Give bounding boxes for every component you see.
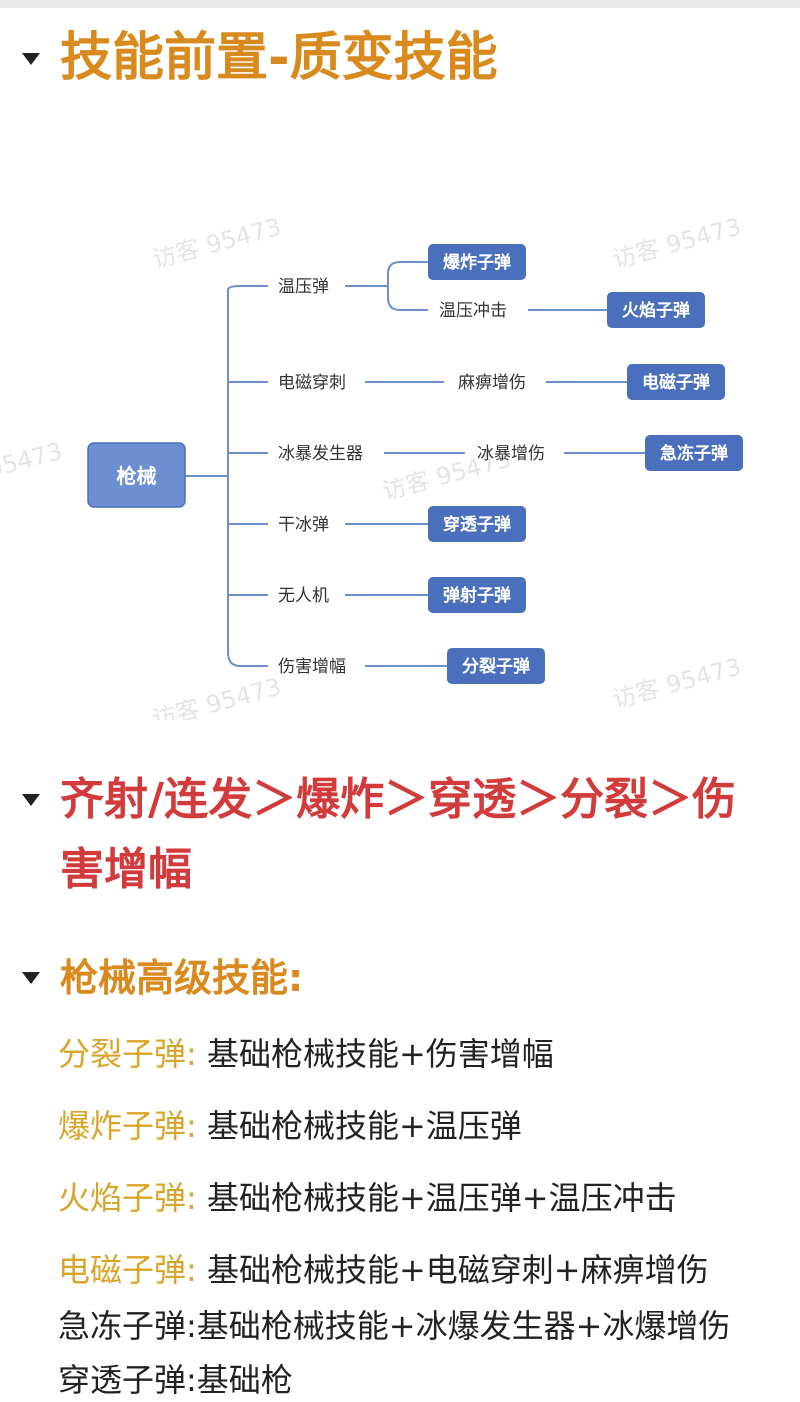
skill-text: 基础枪械技能+伤害增幅: [196, 1035, 554, 1073]
skill-line: 急冻子弹:基础枪械技能+冰爆发生器+冰爆增伤: [58, 1304, 730, 1348]
skill-text: 基础枪: [196, 1361, 293, 1399]
skill-text: 基础枪械技能+温压弹+温压冲击: [196, 1179, 677, 1217]
heading-advanced: 枪械高级技能:: [60, 956, 304, 1000]
mindmap: 访客 95473 访客 95473 访客 95473 95473 访客 9547…: [0, 213, 744, 720]
section-heading-prereq[interactable]: 技能前置-质变技能: [0, 28, 498, 88]
skill-label: 爆炸子弹:: [58, 1107, 197, 1145]
skill-line: 火焰子弹: 基础枪械技能+温压弹+温压冲击: [58, 1176, 677, 1220]
section-heading-advanced[interactable]: 枪械高级技能:: [0, 953, 303, 1003]
branch-label: 冰暴发生器: [278, 444, 363, 464]
watermark: 95473: [0, 437, 65, 484]
watermark: 访客 95473: [609, 213, 744, 274]
skill-label: 电磁子弹:: [58, 1251, 197, 1289]
collapse-triangle-icon[interactable]: [22, 972, 40, 984]
collapse-triangle-icon[interactable]: [22, 53, 40, 65]
branch-label: 温压弹: [278, 277, 329, 297]
leaf-label: 弹射子弹: [443, 585, 511, 606]
skill-line: 爆炸子弹: 基础枪械技能+温压弹: [58, 1104, 522, 1148]
leaf-label: 分裂子弹: [462, 656, 530, 677]
skill-text: 基础枪械技能+电磁穿刺+麻痹增伤: [196, 1251, 709, 1289]
skill-text: 基础枪械技能+温压弹: [196, 1107, 522, 1145]
leaf-label: 火焰子弹: [622, 300, 690, 321]
leaf-node: [607, 292, 705, 328]
skill-line: 电磁子弹: 基础枪械技能+电磁穿刺+麻痹增伤: [58, 1248, 709, 1292]
branch-label: 干冰弹: [278, 515, 329, 535]
leaf-label: 急冻子弹: [660, 443, 728, 464]
leaf-node: [645, 435, 743, 471]
skill-label: 急冻子弹:: [58, 1307, 197, 1345]
mid-label: 麻痹增伤: [458, 373, 526, 393]
leaf-node: [428, 577, 526, 613]
root-label: 枪械: [117, 464, 157, 488]
skill-label: 分裂子弹:: [58, 1035, 197, 1073]
leaf-node: [428, 244, 526, 280]
mid-label: 冰暴增伤: [477, 444, 545, 464]
leaf-label: 穿透子弹: [443, 514, 511, 535]
root-node: [87, 442, 186, 508]
watermark: 访客 95473: [149, 673, 284, 720]
section-heading-priority[interactable]: 齐射/连发＞爆炸＞穿透＞分裂＞伤害增幅: [0, 765, 780, 905]
leaf-label: 爆炸子弹: [443, 252, 511, 273]
skill-label: 火焰子弹:: [58, 1179, 197, 1217]
branch-label: 无人机: [278, 586, 329, 606]
leaf-node: [447, 648, 545, 684]
watermark: 访客 95473: [149, 213, 284, 274]
top-border: [0, 0, 800, 8]
skill-line: 分裂子弹: 基础枪械技能+伤害增幅: [58, 1032, 554, 1076]
collapse-triangle-icon[interactable]: [22, 794, 40, 806]
leaf-node: [428, 506, 526, 542]
skill-line: 穿透子弹:基础枪: [58, 1358, 293, 1402]
skill-label: 穿透子弹:: [58, 1361, 197, 1399]
branch-label: 电磁穿刺: [278, 373, 346, 393]
branch-label: 伤害增幅: [278, 657, 346, 677]
heading-prereq: 技能前置-质变技能: [60, 28, 498, 88]
heading-priority: 齐射/连发＞爆炸＞穿透＞分裂＞伤害增幅: [60, 774, 737, 895]
skill-text: 基础枪械技能+冰爆发生器+冰爆增伤: [196, 1307, 731, 1345]
leaf-label: 电磁子弹: [642, 372, 710, 393]
mid-label: 温压冲击: [439, 301, 507, 321]
watermark: 访客 95473: [609, 653, 744, 714]
leaf-node: [627, 364, 725, 400]
